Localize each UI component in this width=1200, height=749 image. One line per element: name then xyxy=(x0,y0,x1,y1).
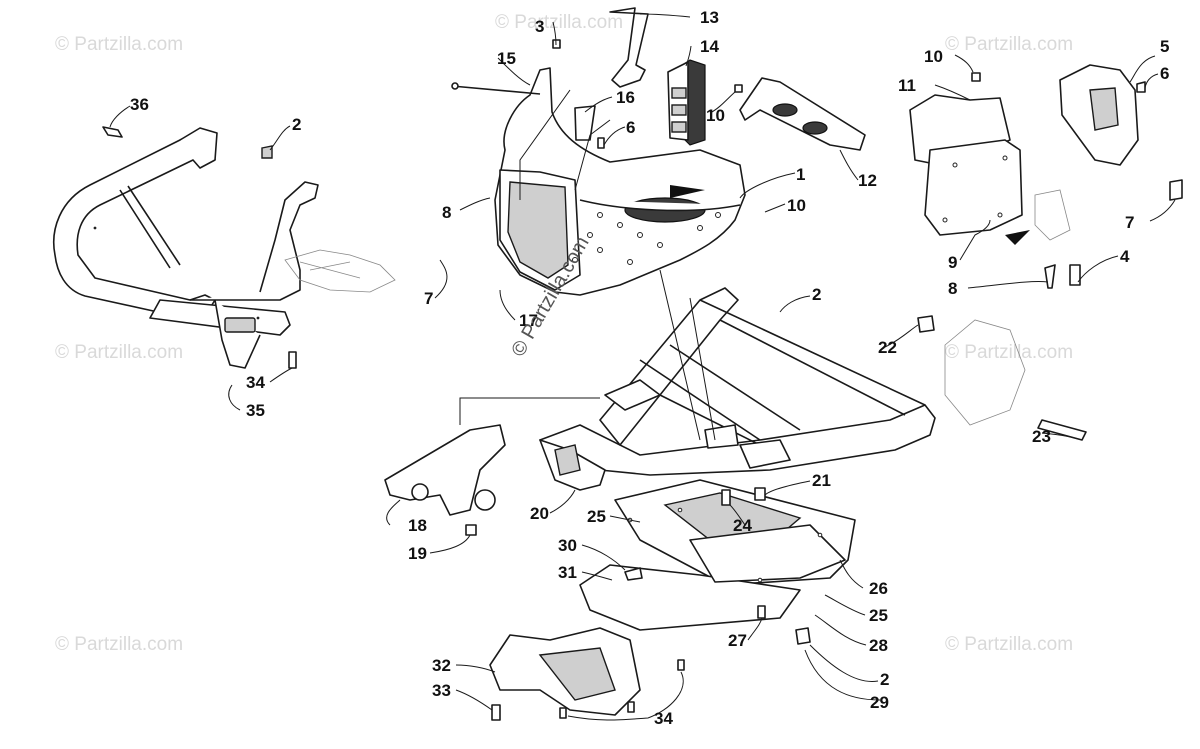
callout-1: 1 xyxy=(796,165,805,184)
callout-35: 35 xyxy=(246,401,265,420)
callout-36: 36 xyxy=(130,95,149,114)
callout-34-lower: 34 xyxy=(654,709,673,728)
callout-29: 29 xyxy=(870,693,889,712)
callout-19: 19 xyxy=(408,544,427,563)
bumper-assembly xyxy=(53,126,396,369)
front-frame xyxy=(539,287,936,491)
callout-11: 11 xyxy=(898,76,916,95)
leader-lines xyxy=(109,13,1176,721)
callout-6-console: 6 xyxy=(1160,64,1169,83)
callout-15: 15 xyxy=(497,49,516,68)
callout-5: 5 xyxy=(1160,37,1169,56)
callout-32: 32 xyxy=(432,656,451,675)
callout-14: 14 xyxy=(700,37,719,56)
callout-18: 18 xyxy=(408,516,427,535)
callout-16: 16 xyxy=(616,88,635,107)
callout-25-lower: 25 xyxy=(869,606,888,625)
callout-2-frame: 2 xyxy=(812,285,821,304)
callout-25-upper: 25 xyxy=(587,507,606,526)
callout-34-bumper: 34 xyxy=(246,373,265,392)
watermark-layer: © Partzilla.com © Partzilla.com © Partzi… xyxy=(55,12,1073,655)
watermark-mid-right: © Partzilla.com xyxy=(945,342,1073,363)
callout-7-right: 7 xyxy=(1125,213,1134,232)
lid-panel xyxy=(739,77,866,151)
skid-plate-assembly xyxy=(579,479,856,645)
side-bracket xyxy=(384,424,506,536)
callout-23: 23 xyxy=(1032,427,1051,446)
watermark-bottom-left: © Partzilla.com xyxy=(55,634,183,655)
watermark-top-center: © Partzilla.com xyxy=(495,12,623,33)
callout-labels: 1 2 2 2 3 4 5 6 6 7 7 8 8 9 10 10 10 11 … xyxy=(130,8,1169,728)
callout-28: 28 xyxy=(869,636,888,655)
callout-7-left: 7 xyxy=(424,289,433,308)
callout-30: 30 xyxy=(558,536,577,555)
watermark-mid-left: © Partzilla.com xyxy=(55,342,183,363)
callout-24: 24 xyxy=(733,516,752,535)
callout-2-bumper: 2 xyxy=(292,115,301,134)
callout-10-lid: 10 xyxy=(706,106,725,125)
front-body-panel xyxy=(494,67,746,296)
callout-3: 3 xyxy=(535,17,544,36)
callout-10-console: 10 xyxy=(924,47,943,66)
callout-4: 4 xyxy=(1120,247,1130,266)
callout-9: 9 xyxy=(948,253,957,272)
rear-mount-bracket xyxy=(917,315,1087,441)
callout-12: 12 xyxy=(858,171,877,190)
watermark-top-left: © Partzilla.com xyxy=(55,34,183,55)
callout-17: 17 xyxy=(519,311,538,330)
callout-27: 27 xyxy=(728,631,747,650)
callout-10-panel: 10 xyxy=(787,196,806,215)
headlight-and-bracket xyxy=(451,7,743,149)
callout-22: 22 xyxy=(878,338,897,357)
callout-13: 13 xyxy=(700,8,719,27)
callout-20: 20 xyxy=(530,504,549,523)
console-assembly xyxy=(909,64,1183,289)
callout-21: 21 xyxy=(812,471,831,490)
callout-8-left: 8 xyxy=(442,203,451,222)
callout-26: 26 xyxy=(869,579,888,598)
watermark-top-right: © Partzilla.com xyxy=(945,34,1073,55)
callout-6-hood: 6 xyxy=(626,118,635,137)
callout-31: 31 xyxy=(558,563,577,582)
callout-33: 33 xyxy=(432,681,451,700)
watermark-bottom-right: © Partzilla.com xyxy=(945,634,1073,655)
lower-guard xyxy=(489,627,685,721)
callout-8-right: 8 xyxy=(948,279,957,298)
callout-2-skid: 2 xyxy=(880,670,889,689)
